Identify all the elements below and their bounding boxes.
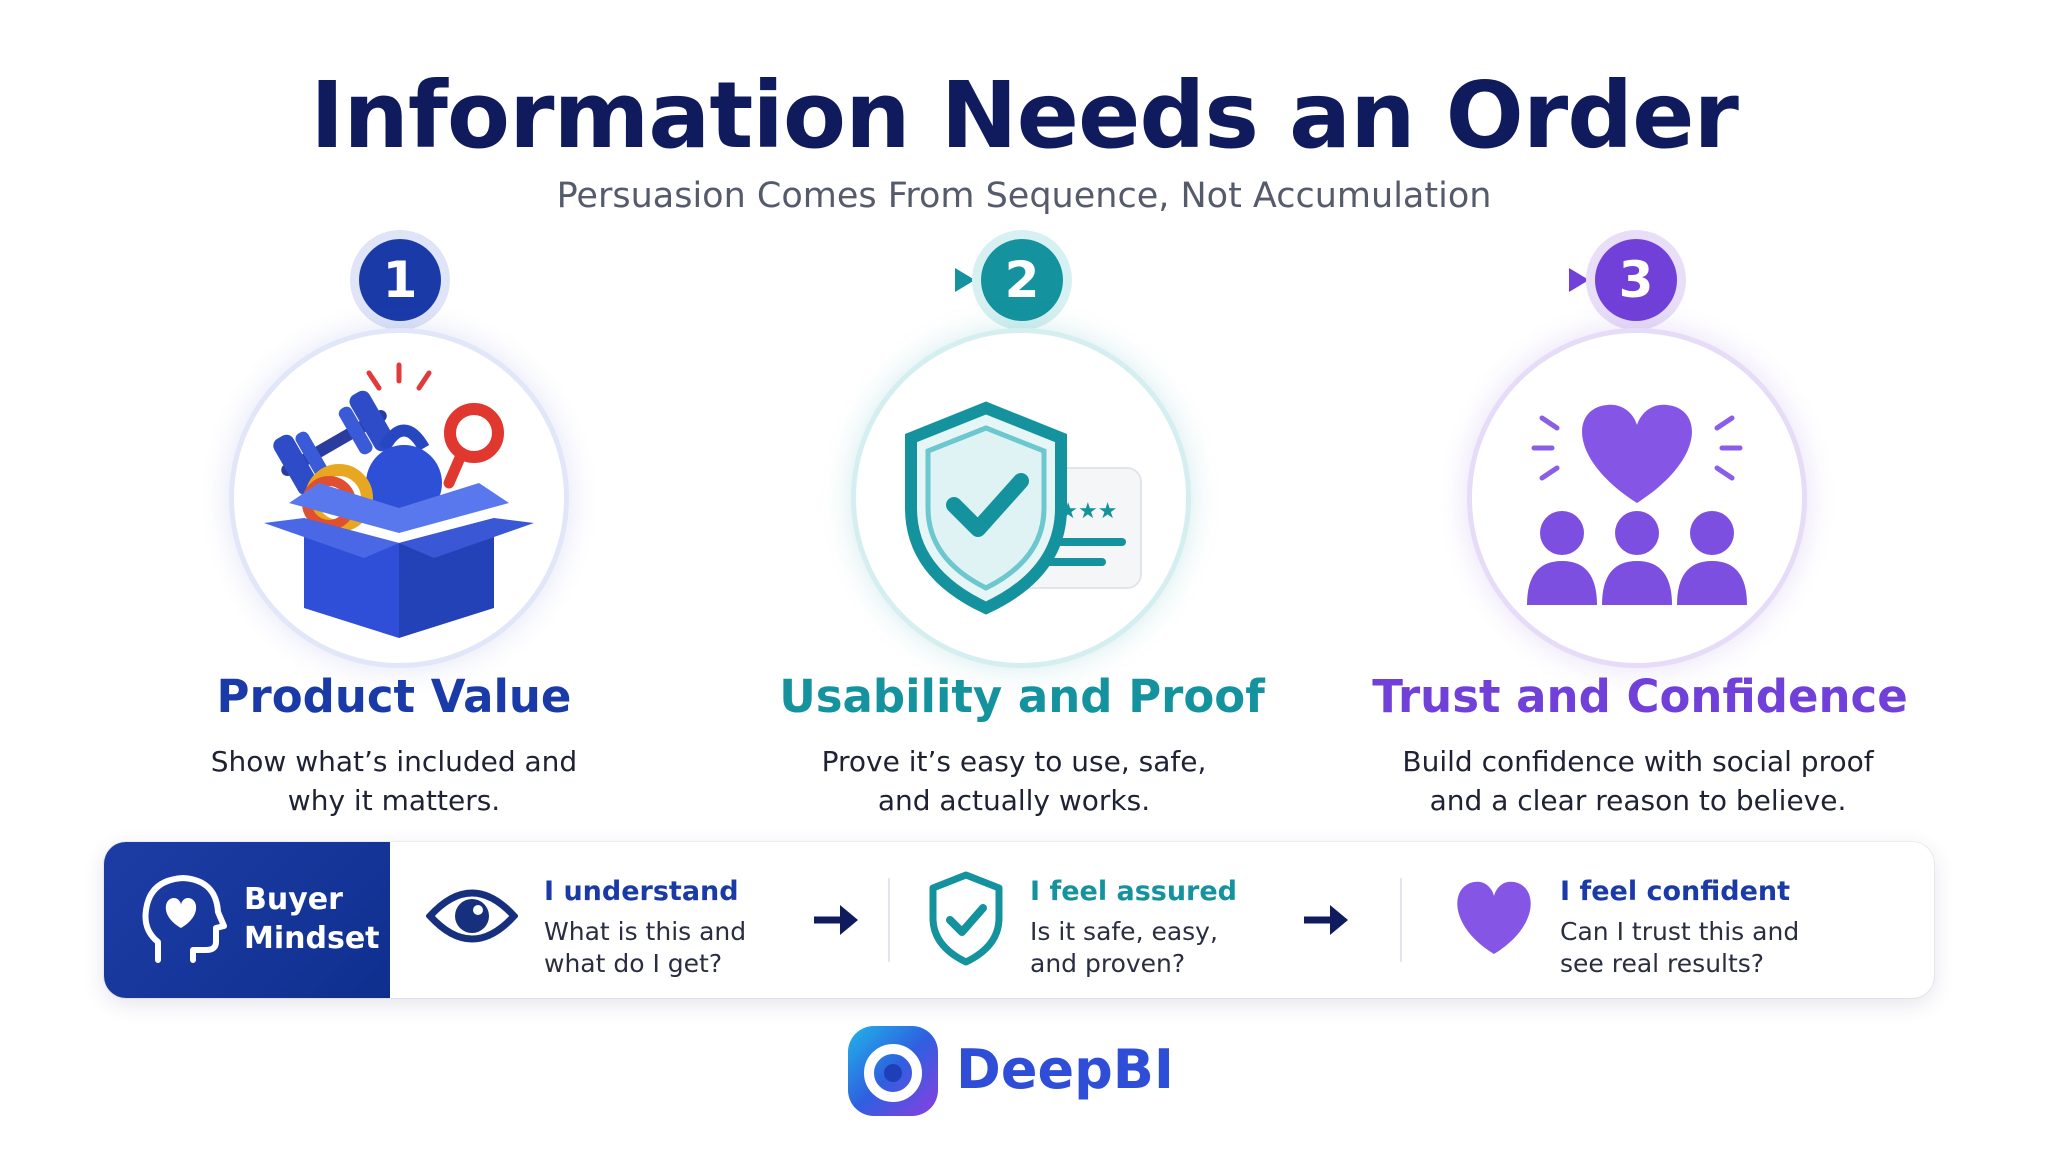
stage-desc-2-line2: and actually works. — [877, 784, 1151, 817]
connector-arrowhead-2 — [1569, 268, 1589, 292]
brand-name: DeepBI — [956, 1038, 1174, 1101]
fitness-box-icon — [264, 362, 534, 638]
heart-people-icon — [1527, 404, 1747, 605]
stage-circle-usability-proof: ★★★★ — [851, 328, 1191, 668]
page-title: Information Needs an Order — [310, 62, 1739, 169]
mindset-text-1-line1: What is this and — [544, 917, 747, 946]
eye-icon — [426, 889, 518, 943]
stage-desc-3-line2: and a clear reason to believe. — [1429, 784, 1847, 817]
mindset-text-2-line1: Is it safe, easy, — [1030, 917, 1218, 946]
stage-circle-trust-confidence — [1467, 328, 1807, 668]
buyer-mindset-label: Buyer Mindset — [244, 880, 384, 958]
step-number-badge-2: 2 — [981, 239, 1063, 321]
mindset-text-1-line2: what do I get? — [544, 949, 723, 978]
mindset-heading-3: I feel confident — [1560, 876, 1791, 907]
stage-desc-2-line1: Prove it’s easy to use, safe, — [821, 745, 1207, 778]
head-heart-icon — [142, 875, 227, 963]
mindset-text-2: Is it safe, easy, and proven? — [1030, 916, 1218, 980]
stage-desc-1-line2: why it matters. — [287, 784, 501, 817]
panel-divider-1 — [888, 878, 890, 962]
mindset-heading-2: I feel assured — [1030, 876, 1238, 907]
buyer-mindset-label-line2: Mindset — [244, 921, 380, 956]
mindset-text-1: What is this and what do I get? — [544, 916, 746, 980]
deepbi-logo-icon — [848, 1026, 938, 1116]
stage-desc-1: Show what’s included and why it matters. — [74, 742, 714, 820]
shield-review-icon: ★★★★ — [905, 401, 1142, 615]
shield-check-icon — [929, 871, 1003, 966]
stage-desc-2: Prove it’s easy to use, safe, and actual… — [694, 742, 1334, 820]
arrow-right-icon — [1304, 905, 1348, 935]
connector-arrowhead-1 — [955, 268, 975, 292]
step-number-badge-1: 1 — [359, 239, 441, 321]
stage-desc-3-line1: Build confidence with social proof — [1402, 745, 1874, 778]
page-subtitle: Persuasion Comes From Sequence, Not Accu… — [556, 176, 1492, 216]
stage-title-1: Product Value — [216, 670, 572, 723]
stage-title-2: Usability and Proof — [779, 670, 1265, 723]
step-number-badge-3: 3 — [1595, 239, 1677, 321]
buyer-mindset-label-box: Buyer Mindset — [104, 842, 390, 998]
step-connector-arrows — [452, 268, 1589, 292]
buyer-mindset-panel: Buyer Mindset I understand What is this … — [104, 842, 1934, 998]
mindset-text-2-line2: and proven? — [1030, 949, 1186, 978]
stage-circle-product-value — [229, 328, 569, 668]
panel-divider-2 — [1400, 878, 1402, 962]
mindset-text-3: Can I trust this and see real results? — [1560, 916, 1799, 980]
mindset-text-3-line1: Can I trust this and — [1560, 917, 1800, 946]
stage-desc-3: Build confidence with social proof and a… — [1318, 742, 1958, 820]
buyer-mindset-label-line1: Buyer — [244, 882, 343, 917]
stage-desc-1-line1: Show what’s included and — [210, 745, 578, 778]
mindset-text-3-line2: see real results? — [1560, 949, 1765, 978]
arrow-right-icon — [814, 905, 858, 935]
heart-icon — [1457, 881, 1531, 954]
stage-title-3: Trust and Confidence — [1372, 670, 1908, 723]
mindset-heading-1: I understand — [544, 876, 739, 907]
